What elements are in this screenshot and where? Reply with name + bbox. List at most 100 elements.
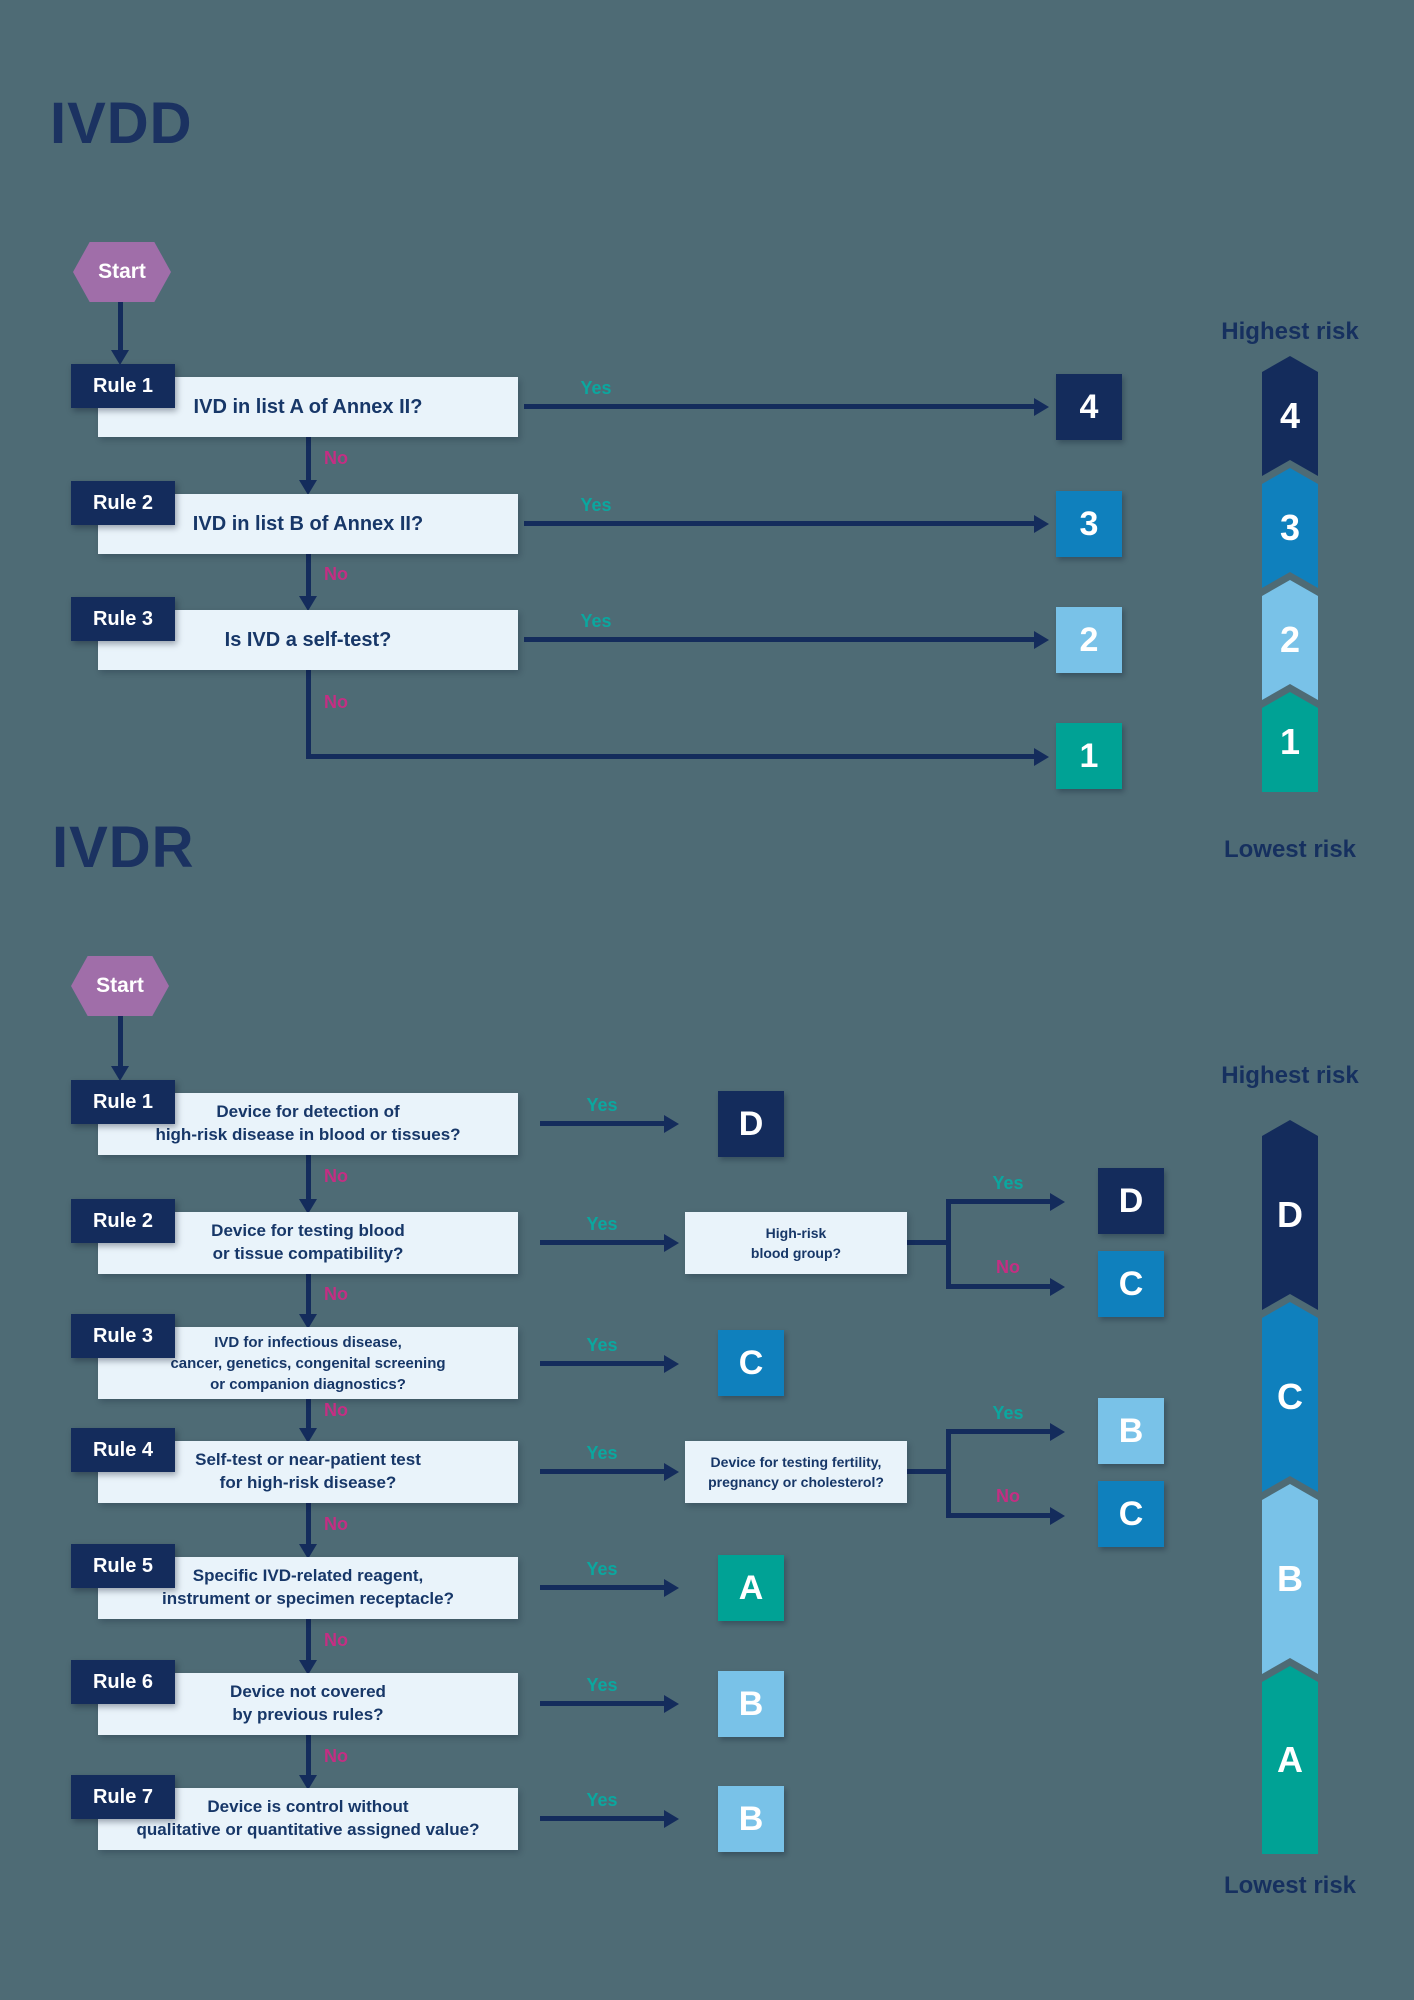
ivdr-no-arrow-1-line <box>306 1155 311 1199</box>
ivdr-rule-4-tab: Rule 4 <box>71 1428 175 1472</box>
ivdr-rule-2-question-line-2: or tissue compatibility? <box>212 1244 404 1263</box>
ivdd-result-class-3: 3 <box>1056 491 1122 557</box>
ivdr-rule-3-tab: Rule 3 <box>71 1314 175 1358</box>
ivdr-rule-5-question-line-1: Specific IVD-related reagent, <box>192 1566 424 1586</box>
ivdr-rule-5-question: Specific IVD-related reagent, instrument… <box>98 1557 518 1619</box>
ivdr-rule-2-branch-no-head <box>1050 1278 1065 1296</box>
ivdr-rule-2-branch-yes-label: Yes <box>992 1173 1024 1193</box>
ivdr-no-arrow-4-head <box>299 1544 317 1559</box>
ivdd-no-label-1: No <box>324 448 348 468</box>
ivdr-no-label-2: No <box>324 1284 348 1304</box>
ivdr-rule-1-question-line-1: Device for detection of <box>216 1102 400 1122</box>
ivdr-no-arrow-4-line <box>306 1503 311 1544</box>
ivdr-no-arrow-5-head <box>299 1660 317 1675</box>
ivdr-rule-4-branch-vline <box>946 1429 951 1518</box>
ivdd-no-arrow-3-vline <box>306 670 311 759</box>
ivdr-rule-4-branch-no-label: No <box>996 1486 1020 1506</box>
ivdr-rule-2-yes-label: Yes <box>586 1214 618 1234</box>
ivdr-rule-3-yes-arrow-line <box>540 1361 664 1366</box>
ivdr-rule-4-yes-label: Yes <box>586 1443 618 1463</box>
ivdr-rule-6-question-line-1: Device not covered <box>230 1682 386 1702</box>
ivdd-rule-2-yes-arrow-line <box>524 521 1034 526</box>
ivdr-rule-4-branch-yes-label: Yes <box>992 1403 1024 1423</box>
ivdr-rule-4-branch-yes-head <box>1050 1423 1065 1441</box>
ivdd-rule-1-yes-arrowhead <box>1034 398 1049 416</box>
ivdd-rule-2-tab: Rule 2 <box>71 481 175 525</box>
ivdr-rule-5-tab: Rule 5 <box>71 1544 175 1588</box>
ivdd-rule-1-question-text: IVD in list A of Annex II? <box>193 395 423 418</box>
ivdr-start-label: Start <box>96 974 144 997</box>
ivdd-result-class-2: 2 <box>1056 607 1122 673</box>
ivdr-rule-4-subquestion-line-2: pregnancy or cholesterol? <box>708 1474 884 1490</box>
ivdd-title: IVDD <box>50 91 193 156</box>
ivdd-risk-step-1: 1 <box>1262 692 1318 792</box>
ivdr-rule-5-result-a: A <box>718 1555 784 1621</box>
ivdr-rule-6-yes-arrow-line <box>540 1701 664 1706</box>
ivdr-rule-4-question: Self-test or near-patient test for high-… <box>98 1441 518 1503</box>
ivdr-rule-1-yes-label: Yes <box>586 1095 618 1115</box>
ivdr-risk-step-b: B <box>1262 1484 1318 1674</box>
ivdr-no-arrow-6-head <box>299 1775 317 1790</box>
ivdr-rule-5-yes-arrow-line <box>540 1585 664 1590</box>
ivdr-no-arrow-6-line <box>306 1735 311 1775</box>
ivdr-rule-2-branch-no-label: No <box>996 1257 1020 1277</box>
ivdd-rule-1-tab: Rule 1 <box>71 364 175 408</box>
ivdr-rule-3-yes-arrowhead <box>664 1355 679 1373</box>
ivdd-no-arrow-3-hline <box>306 754 1034 759</box>
ivdr-rule-2-result-c: C <box>1098 1251 1164 1317</box>
ivdr-rule-2-question-line-1: Device for testing blood <box>211 1221 405 1241</box>
ivdr-lowest-risk-label: Lowest risk <box>1223 1872 1357 1899</box>
ivdd-start-node: Start <box>73 242 171 302</box>
ivdr-no-label-3: No <box>324 1400 348 1420</box>
ivdd-risk-step-4: 4 <box>1262 356 1318 476</box>
ivdr-start-arrow-line <box>118 1016 123 1066</box>
ivdr-no-label-1: No <box>324 1166 348 1186</box>
ivdd-result-class-4: 4 <box>1056 374 1122 440</box>
ivdr-rule-2-branch-no-line <box>946 1284 1050 1289</box>
ivdr-rule-4-yes-arrow-line <box>540 1469 664 1474</box>
ivdr-no-arrow-3-head <box>299 1428 317 1443</box>
ivdr-rule-7-question-line-1: Device is control without <box>207 1797 409 1817</box>
ivdd-no-arrow-1-head <box>299 480 317 495</box>
ivdr-rule-4-question-line-2: for high-risk disease? <box>219 1473 397 1492</box>
ivdd-rule-3-tab: Rule 3 <box>71 597 175 641</box>
ivdr-rule-2-yes-arrow-line <box>540 1240 664 1245</box>
ivdr-no-label-4: No <box>324 1514 348 1534</box>
ivdr-risk-step-c: C <box>1262 1302 1318 1492</box>
ivdr-rule-2-branch-stub <box>907 1240 951 1245</box>
ivdr-no-arrow-2-line <box>306 1274 311 1314</box>
ivdr-rule-2-branch-vline <box>946 1199 951 1289</box>
ivdd-no-arrow-2-head <box>299 596 317 611</box>
ivdr-rule-2-subquestion-line-1: High-risk <box>765 1224 827 1241</box>
ivdr-rule-3-question-line-1: IVD for infectious disease, <box>214 1333 402 1351</box>
ivdr-rule-1-yes-arrow-line <box>540 1121 664 1126</box>
ivdr-rule-1-tab: Rule 1 <box>71 1080 175 1124</box>
ivdd-rule-1-yes-label: Yes <box>580 378 612 398</box>
ivdd-rule-3-yes-arrow-line <box>524 637 1034 642</box>
ivdr-no-arrow-3-line <box>306 1399 311 1428</box>
ivdr-rule-2-subquestion-line-2: blood group? <box>750 1245 842 1261</box>
ivdr-rule-1-question-line-2: high-risk disease in blood or tissues? <box>155 1125 461 1144</box>
ivdr-rule-4-result-b: B <box>1098 1398 1164 1464</box>
ivdr-rule-1-yes-arrowhead <box>664 1115 679 1133</box>
ivdd-no-arrow-3-head <box>1034 748 1049 766</box>
ivdd-no-arrow-2-line <box>306 554 311 596</box>
ivdd-rule-3-question-text: Is IVD a self-test? <box>224 628 392 651</box>
ivdr-rule-6-question-line-2: by previous rules? <box>232 1705 384 1724</box>
ivdd-rule-3-yes-arrowhead <box>1034 631 1049 649</box>
ivdr-rule-7-yes-arrowhead <box>664 1810 679 1828</box>
ivdr-rule-5-question-line-2: instrument or specimen receptacle? <box>162 1589 454 1608</box>
ivdd-lowest-risk-label: Lowest risk <box>1223 836 1357 863</box>
ivdr-rule-4-question-line-1: Self-test or near-patient test <box>195 1450 421 1470</box>
ivdr-rule-7-yes-label: Yes <box>586 1790 618 1810</box>
ivdr-rule-7-yes-arrow-line <box>540 1816 664 1821</box>
ivdd-start-arrow-line <box>118 302 123 350</box>
ivdd-no-label-2: No <box>324 564 348 584</box>
ivdr-no-label-6: No <box>324 1746 348 1766</box>
ivdr-rule-6-yes-arrowhead <box>664 1695 679 1713</box>
ivdr-rule-4-branch-stub <box>907 1469 951 1474</box>
ivdr-rule-2-subquestion: High-risk blood group? <box>685 1212 907 1274</box>
ivdd-start-label: Start <box>98 260 146 283</box>
ivdr-no-arrow-1-head <box>299 1199 317 1214</box>
